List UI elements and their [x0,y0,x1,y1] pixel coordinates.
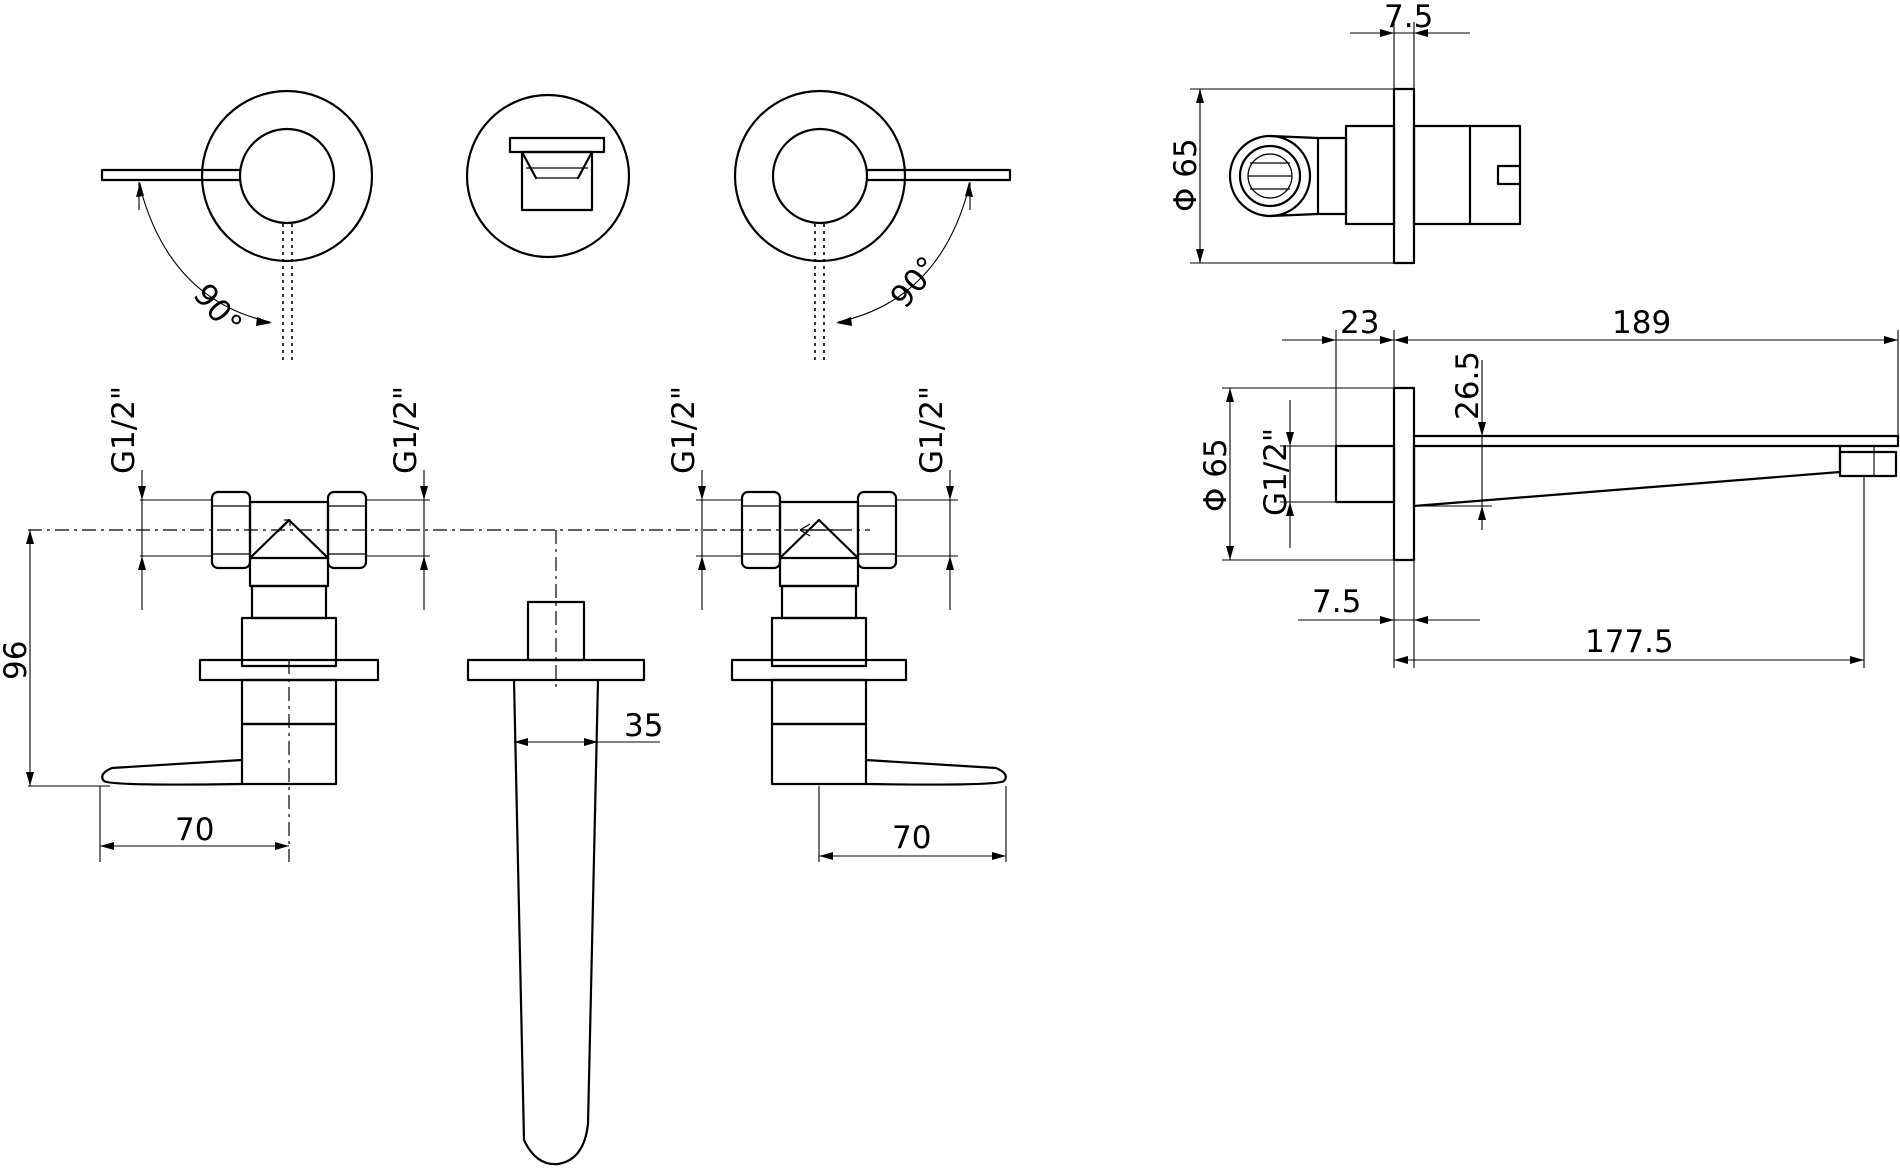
left-inlet-2-label: G1/2" [388,386,424,474]
right-inlet-1-label: G1/2" [666,386,702,474]
right-handle-front-view: 90° [733,89,1012,362]
projection-label: 177.5 [1585,624,1674,660]
right-valve [730,490,1007,786]
center-spout: 35 [466,600,663,1166]
left-valve [101,490,380,862]
right-inlet-2-label: G1/2" [914,386,950,474]
spout-width-label: 35 [624,708,663,744]
elevation-view: 35 G1/2" [0,386,1007,1166]
center-diverter-front-view [465,93,631,259]
total-length-label: 189 [1612,305,1671,341]
spout-side-view: 23 189 26.5 Φ 65 G1/2" 7.5 177. [1198,305,1900,668]
left-inlet-1-label: G1/2" [106,386,142,474]
body-height-label: 96 [0,641,34,680]
connector-side-view: 7.5 Φ 65 [1168,0,1522,265]
side-diameter-label: Φ 65 [1168,138,1204,212]
spout-thread-label: G1/2" [1258,428,1294,516]
spout-diameter-label: Φ 65 [1198,438,1234,512]
left-handle-front-view: 90° [100,89,374,362]
height-label: 26.5 [1450,351,1486,420]
plate-label: 7.5 [1312,584,1361,620]
sleeve-label: 23 [1340,305,1379,341]
left-angle-label: 90° [186,277,249,342]
top-gap-label: 7.5 [1384,0,1433,35]
left-lever-label: 70 [175,812,214,848]
right-lever-label: 70 [892,820,931,856]
